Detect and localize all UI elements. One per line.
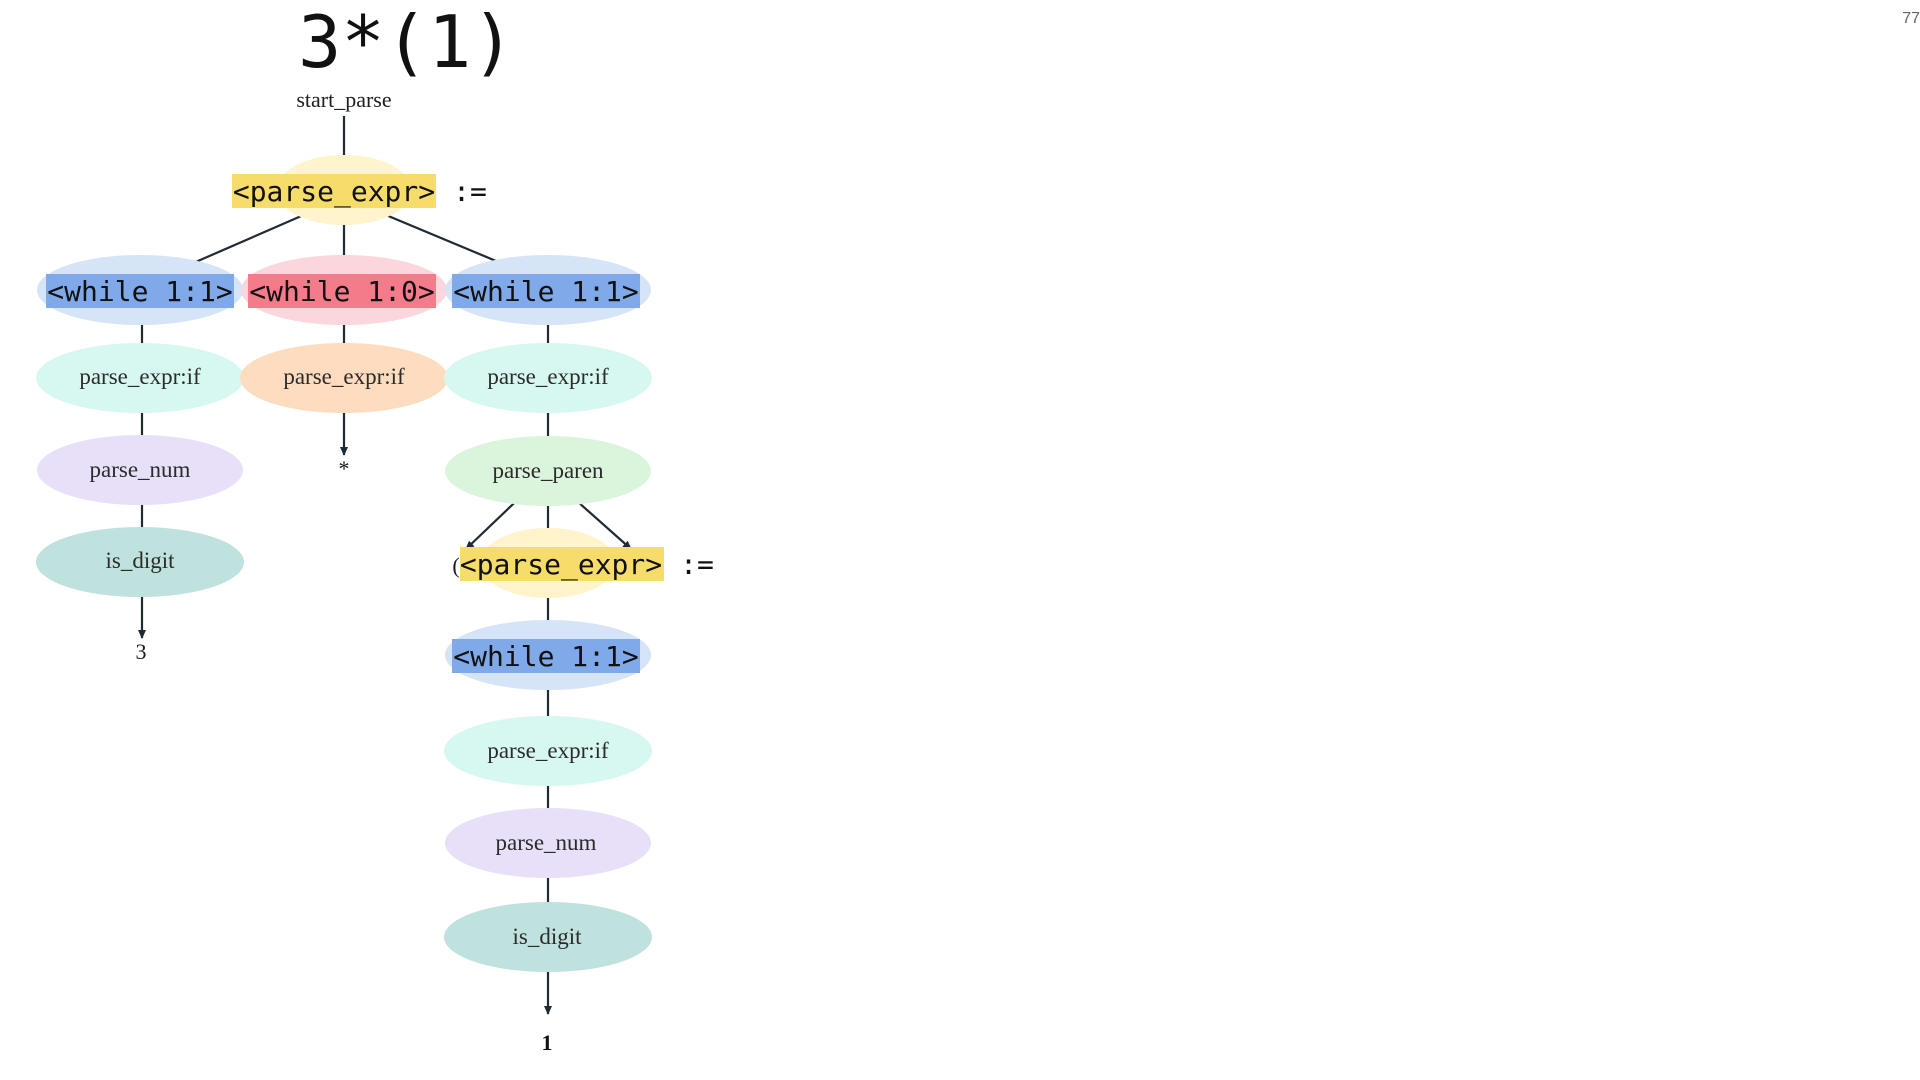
left-num-node — [37, 435, 243, 505]
edge-expr-to-left-while — [174, 208, 316, 273]
left-while-label: <while 1:1> — [47, 275, 232, 308]
middle-while-label: <while 1:0> — [249, 275, 434, 308]
right-if-label: parse_expr:if — [487, 364, 609, 389]
left-if-label: parse_expr:if — [79, 364, 201, 389]
nested-leaf-label: 1 — [542, 1030, 553, 1055]
nested-expr-suffix: := — [680, 548, 714, 581]
nested-digit-node — [444, 902, 652, 972]
right-open-paren-partial: ( — [452, 553, 459, 578]
nested-if-label: parse_expr:if — [487, 738, 609, 763]
middle-if-label: parse_expr:if — [283, 364, 405, 389]
top-expr-highlight — [232, 174, 436, 208]
left-digit-node — [36, 527, 244, 597]
right-if-node — [444, 343, 652, 413]
slide-title: 3*(1) — [298, 0, 515, 84]
middle-if-node — [240, 343, 448, 413]
nested-while-highlight — [452, 639, 640, 673]
right-paren-label: parse_paren — [492, 458, 604, 483]
left-while-highlight — [46, 274, 234, 308]
top-expr-label: <parse_expr> — [233, 175, 435, 209]
left-digit-label: is_digit — [105, 548, 175, 573]
right-while-label: <while 1:1> — [453, 275, 638, 308]
nested-num-label: parse_num — [496, 830, 597, 855]
nested-while-label: <while 1:1> — [453, 640, 638, 673]
nested-digit-label: is_digit — [512, 924, 582, 949]
page-number: 77 — [1902, 10, 1920, 27]
middle-while-highlight — [248, 274, 436, 308]
middle-leaf-label: * — [339, 456, 350, 481]
left-leaf-label: 3 — [136, 639, 147, 664]
right-while-highlight — [452, 274, 640, 308]
top-expr-suffix: := — [453, 175, 487, 208]
nested-expr-label: <parse_expr> — [460, 548, 662, 582]
left-if-node — [36, 343, 244, 413]
root-node-label: start_parse — [296, 87, 391, 112]
nested-num-node — [445, 808, 651, 878]
nested-if-node — [444, 716, 652, 786]
left-num-label: parse_num — [90, 457, 191, 482]
nested-expr-highlight — [460, 547, 664, 581]
right-paren-node — [445, 436, 651, 506]
